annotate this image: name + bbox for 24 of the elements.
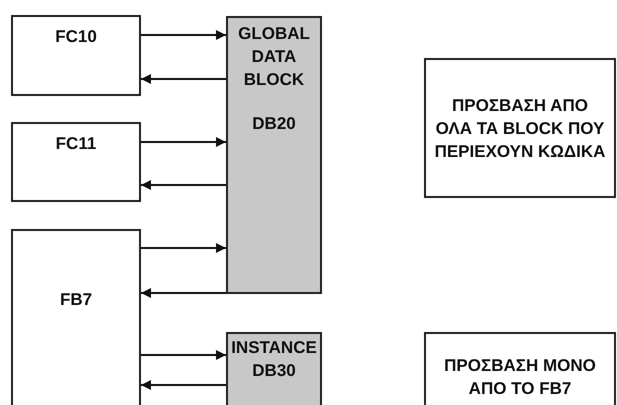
arrow (141, 243, 226, 253)
block-title: ΠΡΟΣΒΑΣΗ ΑΠΟ ΟΛΑ ΤΑ BLOCK ΠΟΥ ΠΕΡΙΕΧΟΥΝ ΚΩΔΙΚΑ (434, 94, 606, 162)
note-box (424, 332, 616, 405)
block-name: DB30 (252, 360, 296, 382)
block-title: ΠΡΟΣΒΑΣΗ ΜΟΝΟ ΑΠΟ ΤΟ FB7 (443, 355, 597, 400)
note-box (424, 58, 616, 198)
data-block-box (226, 16, 322, 294)
arrow (141, 288, 226, 298)
block-title: FC11 (56, 133, 96, 155)
arrow (141, 350, 226, 360)
block-title: GLOBAL DATA BLOCK (237, 23, 311, 91)
data-block-box (226, 332, 322, 405)
arrow (141, 30, 226, 40)
function-block-box (11, 229, 141, 405)
arrow (141, 137, 226, 147)
block-title: FB7 (60, 289, 92, 311)
block-title: FC10 (55, 26, 97, 48)
block-title: INSTANCE (231, 337, 317, 359)
arrow (141, 74, 226, 84)
arrow (141, 380, 226, 390)
arrow (141, 180, 226, 190)
function-block-box (11, 122, 141, 202)
block-name: DB20 (252, 113, 296, 135)
function-block-box (11, 15, 141, 96)
